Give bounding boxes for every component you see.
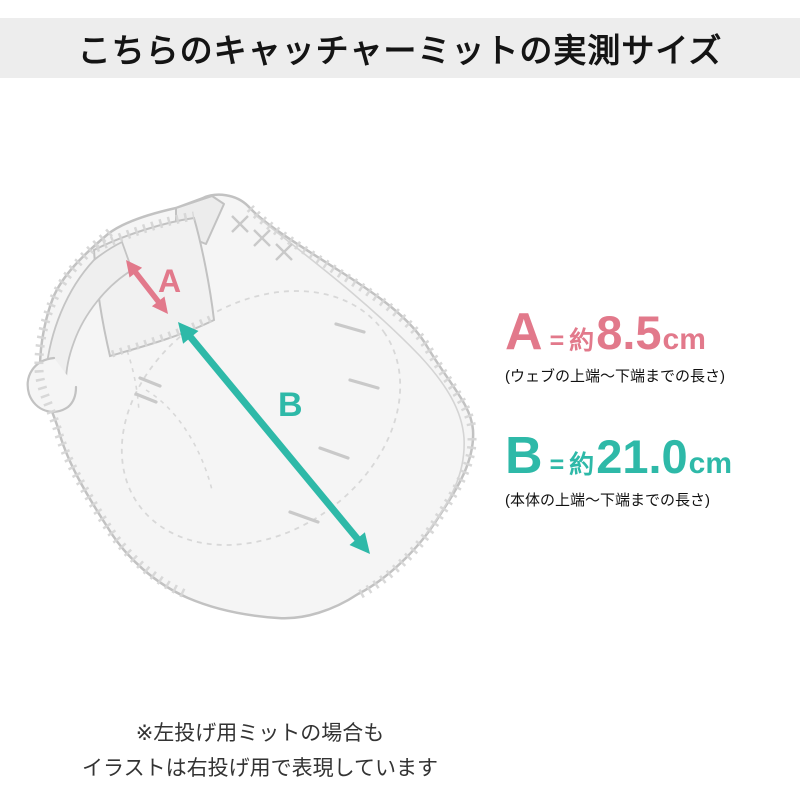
page-title: こちらのキャッチャーミットの実測サイズ: [77, 32, 723, 69]
measurement-b-approx: 約: [569, 451, 595, 479]
mitt-lacing: [34, 204, 477, 601]
measurement-b-equals: =: [549, 451, 565, 479]
arrow-b: B: [178, 322, 370, 554]
measurement-b-row: B = 約 21.0 cm: [505, 430, 795, 482]
measurement-a: A = 約 8.5 cm (ウェブの上端〜下端までの長さ): [505, 306, 795, 386]
measurement-b: B = 約 21.0 cm (本体の上端〜下端までの長さ): [505, 430, 795, 510]
arrow-a-label: A: [158, 263, 181, 299]
measurement-a-row: A = 約 8.5 cm: [505, 306, 795, 358]
measurement-b-note: (本体の上端〜下端までの長さ): [505, 492, 710, 509]
measurement-a-value: 8.5: [596, 306, 662, 359]
measurement-a-equals: =: [549, 327, 565, 355]
catcher-mitt-illustration: A B: [26, 193, 477, 620]
arrow-b-label: B: [278, 386, 303, 424]
footnote-line-1: ※左投げ用ミットの場合も: [135, 722, 385, 745]
measurement-b-value: 21.0: [596, 430, 688, 483]
mitt-thumb: [45, 240, 134, 384]
mitt-cross-stitches: [231, 215, 293, 261]
footnote-line-2: イラストは右投げ用で表現しています: [82, 757, 438, 780]
arrow-a: A: [126, 260, 181, 314]
title-banner: こちらのキャッチャーミットの実測サイズ: [0, 18, 800, 78]
measurement-b-letter: B: [505, 427, 543, 485]
mitt-illustration-area: A B: [26, 190, 482, 630]
measurement-a-approx: 約: [569, 327, 595, 355]
measurement-b-unit: cm: [688, 447, 733, 480]
measurement-a-letter: A: [505, 303, 543, 361]
footnote: ※左投げ用ミットの場合も イラストは右投げ用で表現しています: [0, 716, 520, 786]
mitt-body: [26, 193, 477, 620]
measurement-a-note: (ウェブの上端〜下端までの長さ): [505, 368, 725, 385]
mitt-slot-stitches: [134, 322, 380, 524]
measurement-panel: A = 約 8.5 cm (ウェブの上端〜下端までの長さ) B = 約 21.0…: [505, 306, 795, 510]
measurement-a-unit: cm: [662, 323, 706, 356]
